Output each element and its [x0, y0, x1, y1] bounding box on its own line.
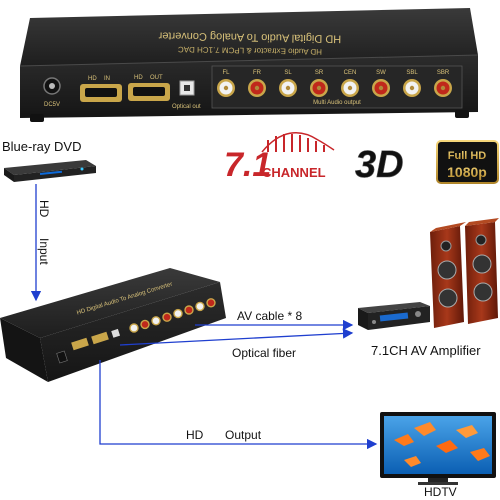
- label-hd-in-hd: HD: [88, 76, 97, 82]
- badge-7-1-channel: 7.1 CHANNEL: [224, 132, 335, 184]
- channel-label-sl: SL: [284, 70, 292, 76]
- small-rca-jack-sbr: [206, 298, 216, 308]
- device-top-surface: [20, 8, 478, 66]
- tv-screen: [384, 416, 492, 474]
- channel-label-sw: SW: [376, 70, 386, 76]
- rca-jack-pin: [378, 85, 384, 91]
- label-amplifier: 7.1CH AV Amplifier: [371, 343, 481, 358]
- channel-label-sbl: SBL: [406, 70, 418, 76]
- label-dc5v: DC5V: [44, 102, 60, 108]
- small-rca-jack-sw: [184, 305, 194, 315]
- label-multi-audio: Multi Audio output: [313, 100, 361, 106]
- optical-fiber-arrow: [119, 328, 354, 346]
- channel-label-fl: FL: [222, 70, 230, 76]
- badge-full-hd-top: Full HD: [448, 150, 487, 162]
- converter-device-large: HD Digital Audio To Analog Converter HD …: [19, 8, 479, 122]
- speaker-right: [465, 218, 499, 324]
- hdtv: [380, 412, 496, 485]
- device-title-line2: HD Audio Extractor & LPCM 7.1CH DAC: [178, 45, 322, 57]
- label-hdtv: HDTV: [424, 485, 457, 499]
- rca-jack-pin: [285, 85, 291, 91]
- label-optical-fiber: Optical fiber: [232, 346, 296, 360]
- channel-label-fr: FR: [253, 70, 262, 76]
- label-hd-vertical: HD: [37, 200, 51, 218]
- speaker-left: [430, 222, 466, 328]
- badge-full-hd-bottom: 1080p: [447, 164, 487, 180]
- channel-label-sbr: SBR: [437, 70, 450, 76]
- device-title-line1: HD Digital Audio To Analog Converter: [158, 29, 341, 44]
- small-rca-jack-sbl: [195, 301, 205, 312]
- rca-jack-pin: [223, 85, 229, 91]
- small-rca-jack-cen: [173, 308, 183, 319]
- small-rca-jack-sl: [151, 316, 161, 326]
- badge-7-1-number: 7.1: [224, 146, 271, 184]
- rca-jack-pin: [316, 85, 322, 91]
- channel-label-cen: CEN: [344, 70, 357, 76]
- small-rca-jack-fl: [129, 323, 139, 333]
- rca-jack-pin: [347, 85, 353, 91]
- av-amplifier: [358, 302, 430, 330]
- label-hd-output-hd: HD: [186, 428, 204, 442]
- converter-device-small: HD Digital Audio To Analog Converter: [0, 268, 226, 382]
- rca-jack-pin: [440, 85, 446, 91]
- label-hd-out: OUT: [150, 75, 163, 81]
- small-rca-jack-sr: [162, 312, 172, 322]
- rca-jack-pin: [254, 85, 260, 91]
- label-input-vertical: Input: [37, 238, 51, 265]
- badge-channel-word: CHANNEL: [262, 165, 326, 180]
- rca-jack-pin: [409, 85, 415, 91]
- label-hd-in: IN: [104, 76, 110, 82]
- channel-label-sr: SR: [315, 70, 324, 76]
- badge-full-hd: Full HD 1080p: [436, 140, 499, 184]
- hd-output-arrow: [99, 360, 378, 450]
- device-foot: [455, 110, 469, 118]
- label-hd-out-hd: HD: [134, 75, 143, 81]
- rca-outputs-top: FL FR SL SR CEN SW SBL SBR: [217, 70, 452, 97]
- blu-ray-player: [4, 160, 96, 182]
- device-foot: [30, 114, 44, 122]
- label-hd-output-word: Output: [225, 428, 262, 442]
- rca-outputs-small: [129, 298, 216, 333]
- label-blu-ray-dvd: Blue-ray DVD: [2, 139, 81, 154]
- badge-3d: 3D: [355, 144, 404, 187]
- label-av-cable: AV cable * 8: [237, 309, 302, 323]
- small-rca-jack-fr: [140, 319, 150, 330]
- badge-3d-text: 3D: [355, 144, 404, 186]
- label-optical-out: Optical out: [172, 104, 201, 110]
